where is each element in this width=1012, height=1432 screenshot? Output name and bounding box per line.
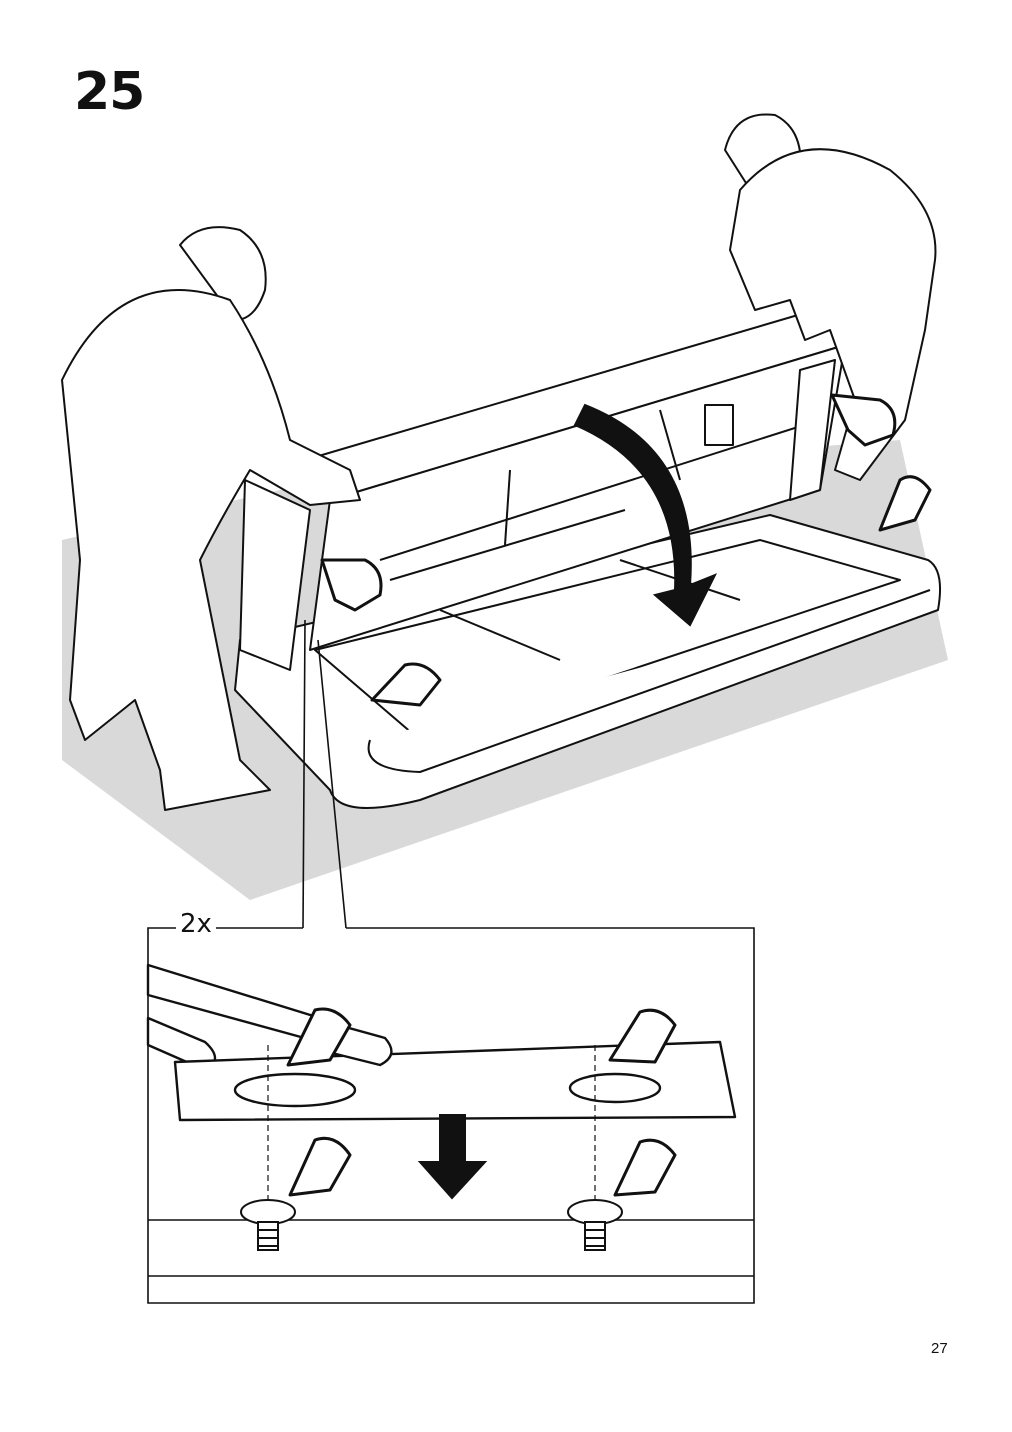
person-right	[724, 113, 937, 481]
quantity-label: 2x	[176, 911, 216, 937]
step-number: 25	[74, 62, 145, 122]
alignment-lines	[267, 1045, 596, 1200]
sofa-frame	[239, 309, 846, 671]
sofa-base	[234, 514, 941, 809]
down-arrow-icon	[417, 1114, 488, 1200]
screw-icon	[240, 1199, 296, 1251]
rotation-arrow-icon	[573, 403, 718, 627]
screw-icon	[567, 1199, 623, 1251]
page-number: 27	[931, 1340, 948, 1357]
callout-lines	[302, 619, 347, 929]
pointing-hand-icon	[286, 1007, 677, 1197]
person-left	[61, 226, 361, 811]
pointing-hand-icon	[320, 393, 932, 707]
